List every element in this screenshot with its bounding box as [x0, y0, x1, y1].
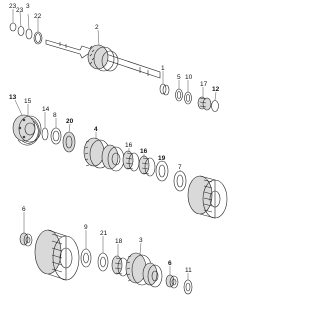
- callout-18: 18: [115, 238, 123, 245]
- callout-4: 4: [94, 126, 98, 133]
- needle-bearing-16-b: [138, 155, 156, 177]
- washer-3-top: [25, 28, 33, 40]
- callout-9: 9: [84, 224, 88, 231]
- clutch-drum-right: [187, 175, 228, 219]
- callout-23-b: 23: [16, 7, 24, 14]
- callout-16-b: 16: [140, 148, 148, 155]
- callout-17: 17: [200, 81, 208, 88]
- washer-5: [175, 88, 183, 102]
- callout-5: 5: [177, 74, 181, 81]
- bearing-6-right: [165, 274, 179, 289]
- washer-11: [183, 279, 193, 295]
- callout-22: 22: [34, 13, 42, 20]
- callout-7: 7: [178, 164, 182, 171]
- callout-21: 21: [100, 230, 108, 237]
- washer-10: [184, 91, 192, 105]
- gear-4: [83, 137, 125, 172]
- callout-3-top: 3: [26, 3, 30, 10]
- callout-8: 8: [53, 112, 57, 119]
- callout-20: 20: [66, 118, 74, 125]
- mainshaft-2: [45, 39, 161, 79]
- callout-14: 14: [42, 106, 50, 113]
- washer-8: [50, 127, 62, 145]
- leader-lines: [12, 9, 217, 280]
- callout-labels: 23 23 3 22 2 1 5 10 17 12 13 15 14 8 20 …: [9, 3, 220, 274]
- callout-2: 2: [95, 24, 99, 31]
- callout-11: 11: [185, 267, 192, 274]
- collar-1: [159, 83, 170, 96]
- needle-bearing-16-a: [122, 150, 140, 172]
- callout-12: 12: [212, 86, 220, 93]
- needle-bearing-18: [111, 255, 129, 277]
- mainshaft-gear-2: [87, 44, 119, 72]
- bearing-6-left: [19, 232, 33, 247]
- needle-bearing-17: [197, 96, 212, 111]
- callout-13: 13: [9, 94, 17, 101]
- callout-10: 10: [185, 74, 193, 81]
- callout-23-a: 23: [9, 3, 17, 10]
- callout-19: 19: [158, 155, 166, 162]
- washer-23-b: [17, 26, 25, 36]
- thrust-bearing-20: [62, 131, 76, 153]
- callout-15: 15: [24, 98, 32, 105]
- callout-6-left: 6: [22, 206, 26, 213]
- washer-21: [97, 252, 109, 272]
- washer-7: [173, 170, 187, 192]
- ball-bearing-15: [12, 114, 42, 143]
- washer-9: [80, 248, 92, 268]
- callout-6-right: 6: [168, 260, 172, 267]
- callout-3: 3: [139, 237, 143, 244]
- snap-ring-12: [211, 100, 219, 112]
- washer-23-a: [9, 22, 17, 32]
- callout-1: 1: [161, 65, 165, 72]
- clutch-drum-left: [34, 229, 80, 281]
- callout-16-a: 16: [125, 142, 133, 149]
- gear-3: [125, 252, 163, 288]
- washer-14: [41, 127, 49, 141]
- thrust-washer-19: [155, 160, 169, 182]
- snap-ring-22: [33, 31, 43, 45]
- exploded-parts-diagram: 23 23 3 22 2 1 5 10 17 12 13 15 14 8 20 …: [9, 3, 228, 295]
